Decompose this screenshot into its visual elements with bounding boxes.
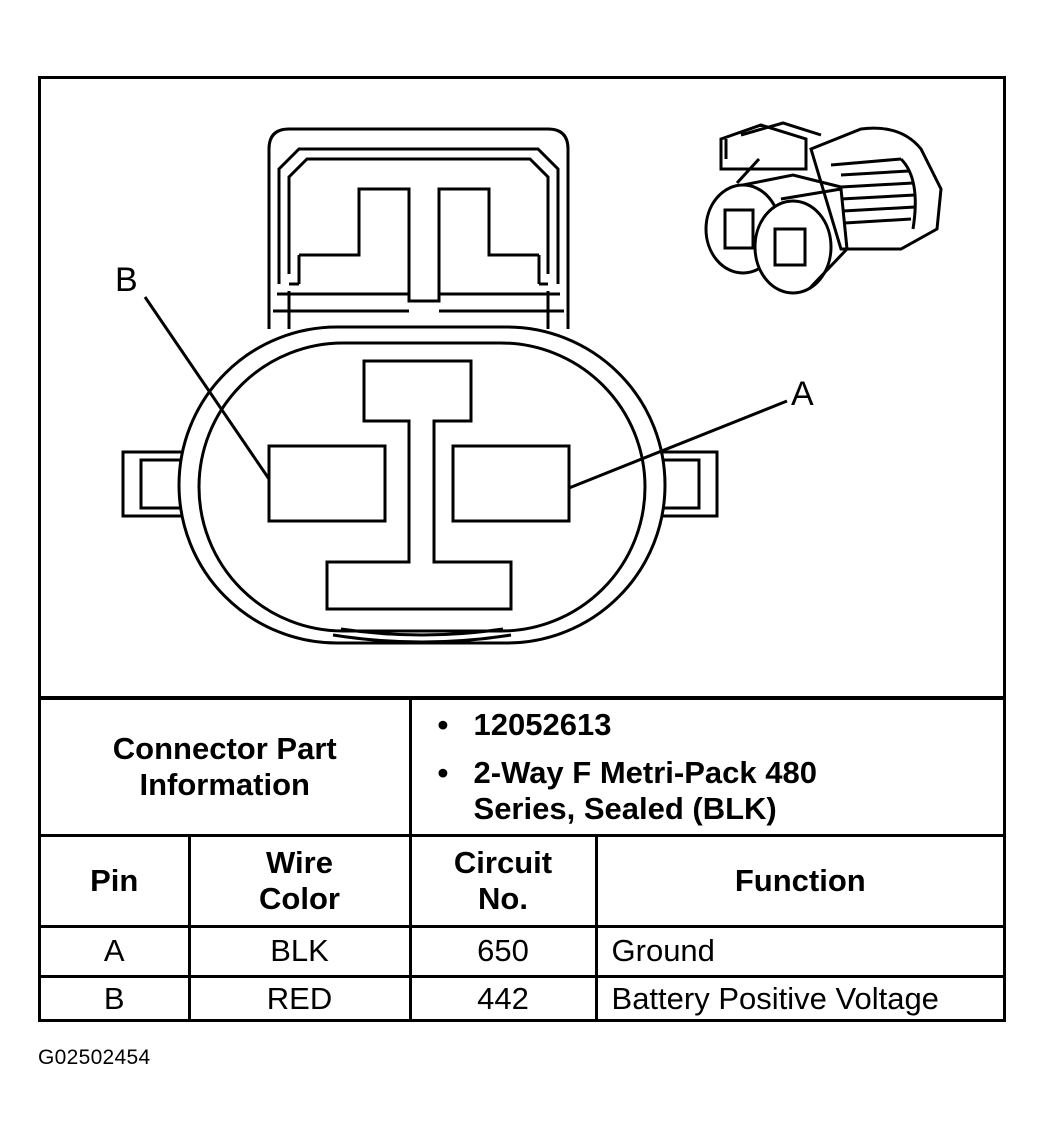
col-header-wire-color: Wire Color [187, 833, 412, 928]
part-description: 2-Way F Metri-Pack 480 Series, Sealed (B… [473, 754, 817, 826]
table-header-row: Pin Wire Color Circuit No. Function [41, 833, 1004, 928]
oval-bottom-rib [340, 627, 504, 637]
left-tab-inner [139, 458, 186, 510]
cell-circuit: 442 [408, 974, 598, 1021]
oval-bottom-rib-2 [332, 633, 512, 644]
cell-wire-color: RED [187, 974, 412, 1021]
latch-key-upper [299, 187, 539, 303]
table-row: B RED 442 Battery Positive Voltage [41, 974, 1004, 1021]
pin-label-b: B [115, 261, 138, 299]
figure-id-caption: G02502454 [38, 1046, 151, 1069]
part-info-list: • 12052613 • 2-Way F Metri-Pack 480 Seri… [408, 696, 1004, 837]
connector-part-header: Connector Part Information [41, 696, 412, 837]
latch-inner-ridge [287, 157, 550, 274]
diagram-frame: B A [38, 76, 1006, 1022]
col-header-pin: Pin [41, 833, 191, 928]
terminal-a [451, 444, 571, 523]
right-tab-inner [657, 458, 701, 510]
part-info-item: • 2-Way F Metri-Pack 480 Series, Sealed … [438, 754, 914, 827]
cell-function: Battery Positive Voltage [594, 974, 1004, 1021]
bullet-icon: • [437, 754, 449, 790]
right-tab [659, 450, 719, 518]
connector-info-table: Connector Part Information • 12052613 • … [41, 696, 1004, 1021]
cell-pin: A [41, 924, 191, 978]
connector-iso-illustration [704, 121, 943, 295]
part-info-row: Connector Part Information • 12052613 • … [41, 696, 1004, 837]
cell-pin: B [41, 974, 191, 1021]
pin-label-a: A [791, 375, 814, 413]
col-header-circuit: Circuit No. [408, 833, 598, 928]
cell-circuit: 650 [408, 924, 598, 978]
left-tab [121, 450, 184, 518]
leader-a [568, 399, 788, 490]
cell-function: Ground [594, 924, 1004, 978]
cell-wire-color: BLK [187, 924, 412, 978]
terminal-b [267, 444, 387, 523]
latch-housing [267, 127, 570, 329]
bullet-icon: • [437, 706, 449, 742]
connector-face-svg: B A [115, 121, 943, 645]
table-row: A BLK 650 Ground [41, 924, 1004, 978]
center-key [325, 359, 513, 611]
col-header-function: Function [594, 833, 1004, 928]
part-number: 12052613 [473, 706, 612, 742]
connector-face-diagram: B A [41, 79, 1003, 696]
leader-b [143, 296, 271, 480]
latch-inner [277, 147, 560, 284]
part-info-item: • 12052613 [438, 706, 1004, 743]
connector-oval-inner [197, 341, 647, 633]
